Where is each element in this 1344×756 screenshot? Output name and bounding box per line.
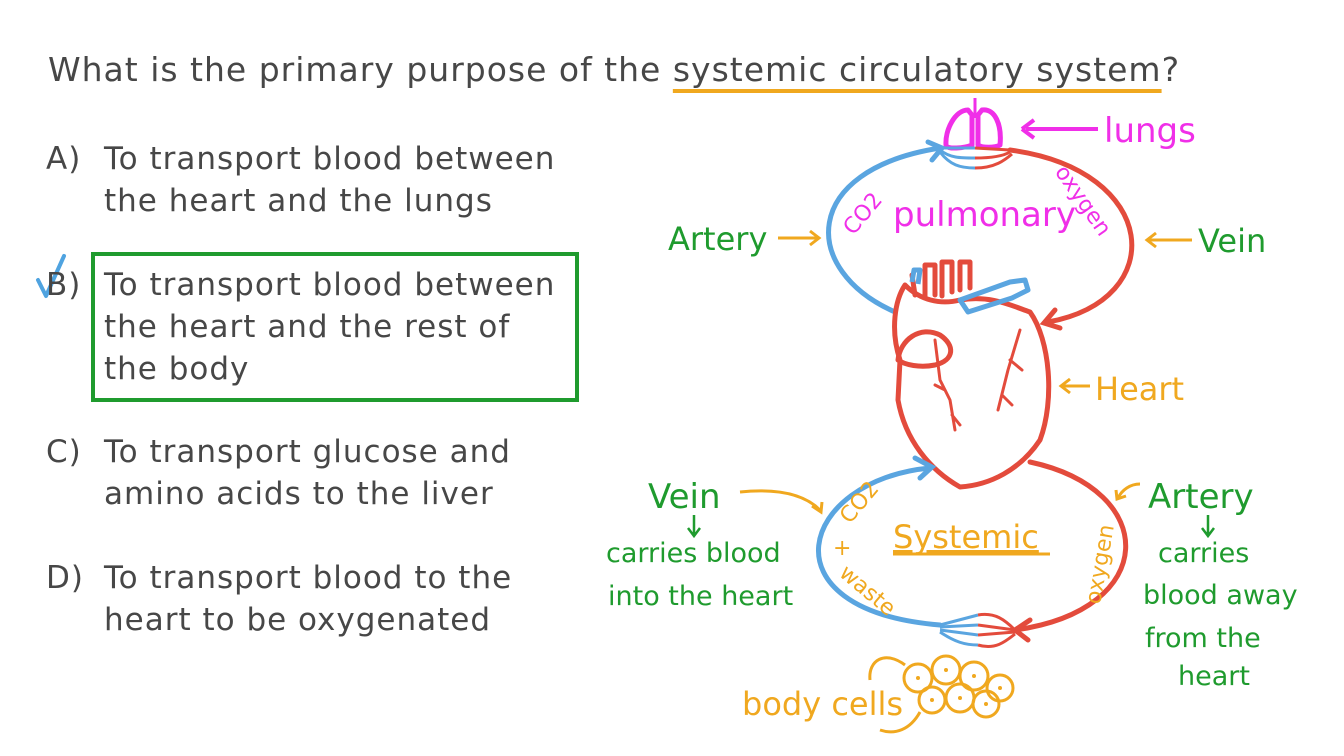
lungs-label: lungs (1104, 111, 1196, 151)
systemic-vein-desc-1: carries blood (606, 538, 781, 569)
correct-answer-box (91, 252, 579, 402)
systemic-artery-pointer-head (1114, 489, 1127, 502)
heart-icon (892, 259, 1052, 490)
option-letter: C) (46, 434, 82, 470)
option-text: To transport blood to the heart to be ox… (104, 560, 513, 638)
option-c[interactable]: C) To transport glucose and amino acids t… (46, 431, 554, 515)
body-cells-icon (902, 654, 1015, 719)
systemic-vein-arrowhead (912, 455, 937, 481)
pulmonary-co2-label: CO2 (839, 188, 888, 240)
systemic-waste-label: waste (834, 560, 900, 621)
pulmonary-label: pulmonary (893, 195, 1076, 235)
pulmonary-artery-pointer-head (809, 229, 822, 247)
systemic-artery-desc-1: carries (1158, 538, 1249, 569)
body-cells-label: body cells (742, 685, 903, 723)
systemic-vein-label: Vein (648, 477, 721, 517)
body-cells-arrow-top (868, 656, 906, 681)
systemic-oxygen-label: oxygen (1081, 523, 1120, 606)
option-text: To transport blood between the heart and… (104, 141, 556, 219)
systemic-artery-pointer (1116, 482, 1141, 499)
systemic-vein-line (816, 465, 943, 628)
body-capillaries (939, 612, 1017, 649)
systemic-vein-pointer-head (811, 501, 824, 515)
pulmonary-artery-line (826, 145, 943, 315)
option-d[interactable]: D) To transport blood to the heart to be … (46, 557, 554, 641)
question-highlight: systemic circulatory system (672, 50, 1162, 89)
heart-pointer-head (1058, 377, 1071, 395)
option-letter: D) (46, 560, 84, 596)
question-prefix: What is the primary purpose of the (48, 50, 662, 89)
pulmonary-artery-label: Artery (668, 220, 767, 258)
body-cells-arrow-bottom (879, 711, 922, 734)
systemic-artery-desc-4: heart (1178, 661, 1250, 692)
option-b[interactable]: B) To transport blood between the heart a… (46, 264, 564, 390)
question-suffix: ? (1161, 50, 1181, 89)
systemic-artery-line (1012, 459, 1129, 633)
systemic-vein-down-arrow (687, 515, 701, 539)
lungs-arrowhead (1020, 118, 1036, 140)
checkmark-icon (36, 254, 66, 298)
systemic-artery-label: Artery (1148, 477, 1254, 517)
pulmonary-vein-arrowhead (1039, 307, 1063, 331)
option-letter: A) (46, 141, 82, 177)
systemic-artery-desc-2: blood away (1143, 580, 1298, 611)
question-text: What is the primary purpose of the syste… (48, 50, 1180, 89)
systemic-artery-desc-3: from the (1145, 623, 1261, 654)
pulmonary-vein-line (1007, 147, 1135, 325)
heart-label: Heart (1095, 370, 1184, 408)
pulmonary-vein-pointer-head (1144, 231, 1157, 249)
lung-capillaries (938, 146, 1013, 170)
option-text: To transport glucose and amino acids to … (104, 434, 511, 512)
systemic-vein-pointer (739, 489, 822, 512)
option-text: To transport blood between the heart and… (104, 267, 556, 387)
option-letter: B) (46, 267, 82, 303)
pulmonary-vein-label: Vein (1198, 222, 1266, 260)
systemic-vein-desc-2: into the heart (608, 581, 793, 612)
systemic-plus-label: + (833, 536, 851, 561)
option-a[interactable]: A) To transport blood between the heart a… (46, 138, 604, 222)
lungs-icon (943, 98, 1003, 151)
systemic-co2-label: CO2 (835, 477, 884, 529)
systemic-label: Systemic (893, 518, 1039, 556)
systemic-artery-down-arrow (1201, 515, 1215, 539)
vena-cava-icon (909, 267, 1031, 315)
